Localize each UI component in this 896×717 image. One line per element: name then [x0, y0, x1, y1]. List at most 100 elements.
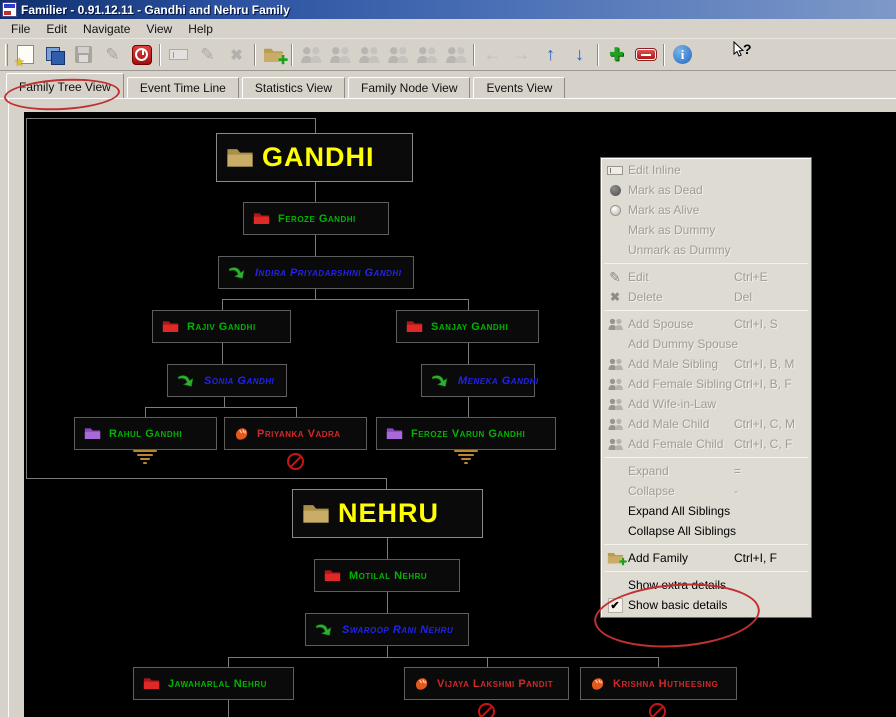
- menu-item-shortcut: Ctrl+I, B, M: [734, 357, 795, 371]
- menu-item-label: Delete: [628, 290, 663, 304]
- menu-item-label: Unmark as Dummy: [628, 243, 731, 257]
- menu-item-collapse: Collapse-: [602, 481, 810, 501]
- menu-item-shortcut: Ctrl+I, S: [734, 317, 778, 331]
- tab-event-time-line[interactable]: Event Time Line: [126, 77, 239, 98]
- sign-pen-button: ✎: [193, 41, 222, 69]
- menu-item-show-basic-details[interactable]: ✔Show basic details: [602, 595, 810, 615]
- tree-connector-line: [658, 657, 659, 667]
- new-icon: ★: [14, 45, 34, 68]
- info-button[interactable]: i: [668, 41, 697, 69]
- tab-events-view[interactable]: Events View: [473, 77, 566, 98]
- menu-item-label: Show basic details: [628, 598, 728, 612]
- menu-bar: File Edit Navigate View Help: [0, 19, 896, 39]
- node-label: Jawaharlal Nehru: [168, 677, 267, 690]
- menu-navigate[interactable]: Navigate: [83, 21, 131, 36]
- tab-page-border: [0, 98, 896, 99]
- tab-family-tree-view[interactable]: Family Tree View: [6, 73, 124, 98]
- up-arrow-button[interactable]: ↑: [536, 41, 565, 69]
- people-icon: [602, 318, 628, 330]
- tree-node-meneka-gandhi[interactable]: Meneka Gandhi: [421, 364, 538, 397]
- menu-item-expand-all-siblings[interactable]: Expand All Siblings: [602, 501, 810, 521]
- add-wife-in-law-icon: [386, 46, 410, 63]
- tree-node-feroze-varun-gandhi[interactable]: Feroze Varun Gandhi: [376, 417, 556, 450]
- toolbar-separator: [473, 43, 475, 66]
- menu-item-label: Show extra details: [628, 578, 727, 592]
- new-button[interactable]: ★: [11, 41, 40, 69]
- left-gutter-line: [8, 99, 9, 717]
- tree-node-vijaya-lakshmi-pandit[interactable]: Vijaya Lakshmi Pandit: [404, 667, 569, 700]
- help-mouse-cursor: ?: [733, 41, 752, 58]
- delete-x-icon: ✖: [230, 46, 243, 64]
- tree-connector-line: [487, 657, 488, 667]
- back-arrow-icon: ←: [483, 44, 502, 64]
- tree-connector-line: [387, 646, 388, 657]
- toolbar-separator: [663, 43, 665, 66]
- tree-node-rahul-gandhi[interactable]: Rahul Gandhi: [74, 417, 217, 450]
- alive-circle-icon: [602, 204, 628, 216]
- tree-node-jawaharlal-nehru[interactable]: Jawaharlal Nehru: [133, 667, 294, 700]
- menu-item-shortcut: Ctrl+E: [734, 270, 768, 284]
- down-arrow-icon: ↓: [575, 44, 584, 64]
- tree-connector-line: [315, 235, 316, 256]
- tree-node-priyanka-vadra[interactable]: Priyanka Vadra: [224, 417, 367, 450]
- blocked-marker[interactable]: [287, 453, 304, 470]
- tab-family-node-view[interactable]: Family Node View: [348, 77, 471, 98]
- toolbar-separator: [254, 43, 256, 66]
- tree-node-krishna-hutheesing[interactable]: Krishna Hutheesing: [580, 667, 737, 700]
- add-wife-in-law-button: [383, 41, 412, 69]
- tree-node-rajiv-gandhi[interactable]: Rajiv Gandhi: [152, 310, 291, 343]
- tree-node-nehru[interactable]: NEHRU: [292, 489, 483, 538]
- tree-node-swaroop-rani-nehru[interactable]: Swaroop Rani Nehru: [305, 613, 469, 646]
- menu-item-add-wife-in-law: Add Wife-in-Law: [602, 394, 810, 414]
- zoom-in-plus-icon: ✚: [609, 44, 624, 64]
- folder-red-icon: [324, 569, 341, 582]
- menu-item-shortcut: =: [734, 464, 742, 478]
- delete-x-icon: ✖: [609, 290, 621, 304]
- exit-power-button[interactable]: [127, 41, 156, 69]
- menu-view[interactable]: View: [146, 21, 173, 36]
- menu-help[interactable]: Help: [188, 21, 213, 36]
- menu-item-collapse-all-siblings[interactable]: Collapse All Siblings: [602, 521, 810, 541]
- menu-item-label: Expand: [628, 464, 669, 478]
- tree-connector-line: [224, 397, 225, 407]
- menu-file[interactable]: File: [11, 21, 31, 36]
- menu-edit[interactable]: Edit: [46, 21, 68, 36]
- node-label: Rahul Gandhi: [109, 427, 183, 440]
- tab-statistics-view[interactable]: Statistics View: [241, 77, 345, 98]
- expand-marker[interactable]: [131, 450, 159, 472]
- menu-item-label: Mark as Alive: [628, 203, 700, 217]
- title-bar: Familier - 0.91.12.11 - Gandhi and Nehru…: [0, 0, 896, 19]
- expand-marker[interactable]: [452, 450, 480, 472]
- exit-power-icon: [131, 44, 152, 65]
- add-family-folder-button[interactable]: ✚: [259, 41, 288, 69]
- open-button[interactable]: [40, 41, 69, 69]
- blocked-marker[interactable]: [649, 703, 666, 717]
- down-arrow-button[interactable]: ↓: [565, 41, 594, 69]
- menu-item-mark-as-alive: Mark as Alive: [602, 200, 810, 220]
- green-arrow-icon: [228, 266, 247, 280]
- add-male-child-button: [412, 41, 441, 69]
- toolbar-separator: [597, 43, 599, 66]
- tree-connector-line: [315, 118, 316, 134]
- zoom-in-plus-button[interactable]: ✚: [602, 41, 631, 69]
- node-label: Feroze Gandhi: [278, 212, 356, 225]
- folder-purple-icon: [386, 427, 403, 440]
- menu-item-shortcut: Ctrl+I, C, M: [734, 417, 796, 431]
- tree-node-motilal-nehru[interactable]: Motilal Nehru: [314, 559, 460, 592]
- blocked-marker[interactable]: [478, 703, 495, 717]
- tree-node-feroze-gandhi[interactable]: Feroze Gandhi: [243, 202, 389, 235]
- menu-item-show-extra-details[interactable]: Show extra details: [602, 575, 810, 595]
- tree-node-indira-priyadarshini-gandhi[interactable]: Indira Priyadarshini Gandhi: [218, 256, 414, 289]
- menu-separator: [604, 263, 808, 264]
- tree-node-sanjay-gandhi[interactable]: Sanjay Gandhi: [396, 310, 539, 343]
- node-label: Meneka Gandhi: [458, 374, 539, 387]
- tree-node-gandhi[interactable]: GANDHI: [216, 133, 413, 182]
- edit-document-icon: ✎: [105, 44, 120, 64]
- zoom-out-minus-button[interactable]: [631, 41, 660, 69]
- node-label: Indira Priyadarshini Gandhi: [255, 266, 402, 279]
- tree-node-sonia-gandhi[interactable]: Sonia Gandhi: [167, 364, 287, 397]
- fire-hand-icon: [590, 676, 605, 691]
